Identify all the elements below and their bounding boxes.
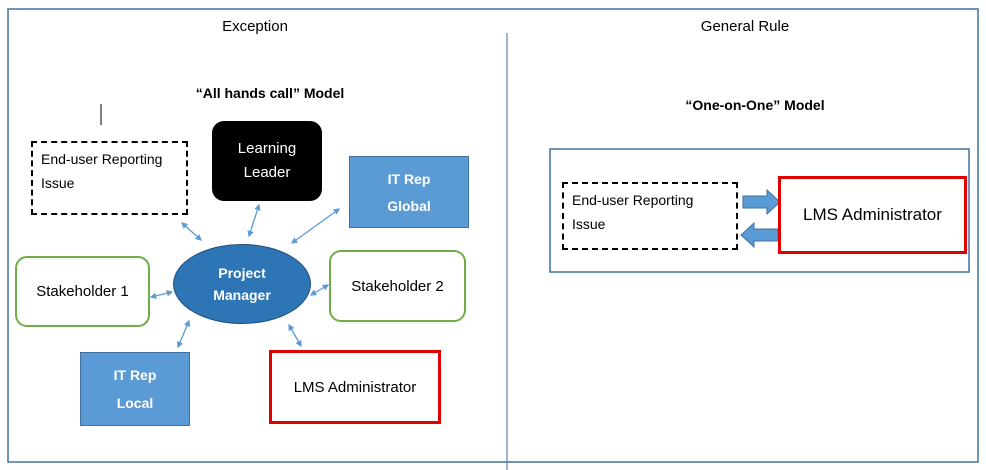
exception-header: Exception [222,18,288,35]
end-user-line2: Issue [41,175,75,191]
end-user-line1: End-user Reporting [41,151,163,167]
learning-leader-line2: Leader [243,164,291,181]
connector-stakeholder2 [309,284,330,296]
lms-administrator-box-right: LMS Administrator [778,176,967,254]
one-on-one-container [549,148,970,273]
end-user-right-line2: Issue [572,216,606,232]
project-manager-line2: Manager [213,287,271,303]
connector-lms-admin [288,323,302,348]
lms-administrator-box-left: LMS Administrator [269,350,441,424]
learning-leader-line1: Learning [237,140,297,157]
it-rep-local-line2: Local [116,395,154,411]
all-hands-model-title: “All hands call” Model [195,85,345,101]
stakeholder-1-box: Stakeholder 1 [15,256,150,327]
it-rep-global-line1: IT Rep [387,170,431,187]
end-user-reporting-issue-box-right: End-user Reporting Issue [562,182,738,250]
connector-it-rep-global [290,208,341,244]
it-rep-global-line2: Global [387,197,431,214]
connector-end-user [181,222,202,241]
connector-learning-leader [247,203,261,238]
learning-leader-box: Learning Leader [212,121,322,201]
stakeholder-2-box: Stakeholder 2 [329,250,466,322]
end-user-right-line1: End-user Reporting [572,192,694,208]
it-rep-global-box: IT Rep Global [349,156,469,228]
it-rep-local-box: IT Rep Local [80,352,190,426]
project-manager-node: Project Manager [173,244,311,324]
outer-frame [7,8,979,463]
general-rule-header: General Rule [700,18,790,35]
it-rep-local-line1: IT Rep [113,367,157,383]
connector-it-rep-local [177,319,190,349]
block-arrow-right [742,188,781,216]
end-user-reporting-issue-box: End-user Reporting Issue [31,141,188,215]
connector-stakeholder1 [149,290,174,299]
one-on-one-model-title: “One-on-One” Model [685,97,825,113]
project-manager-line1: Project [218,265,266,281]
block-arrow-left [740,221,779,249]
